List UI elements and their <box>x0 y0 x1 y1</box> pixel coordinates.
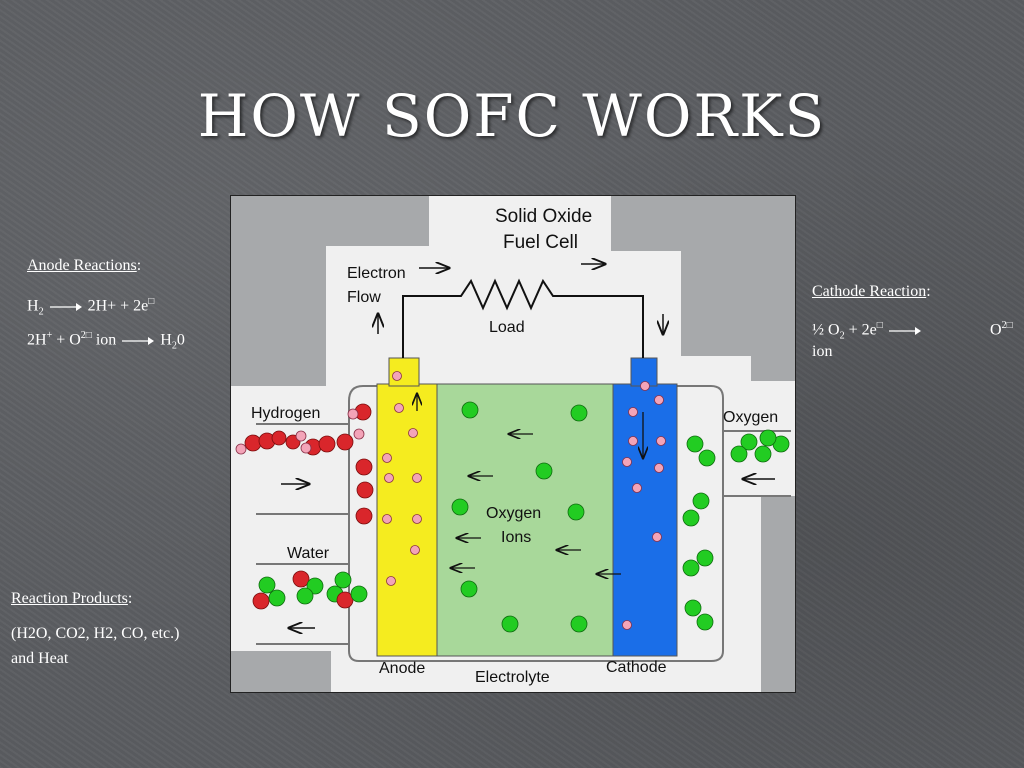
electrolyte-label: Electrolyte <box>475 669 550 686</box>
reaction-products-line1: (H2O, CO2, H2, CO, etc.) <box>11 625 180 642</box>
gray-block-bottom-left <box>231 651 331 692</box>
oxygen-inlet-channel <box>723 430 791 497</box>
reaction-products-heading: Reaction Products: <box>11 590 133 607</box>
oxygen-molecules <box>682 429 790 631</box>
ion-migration-arrows <box>451 434 621 574</box>
reaction-arrow-icon <box>49 302 82 311</box>
water-label: Water <box>287 545 330 562</box>
reaction-arrow-icon <box>122 336 155 345</box>
oxygen-label: Oxygen <box>723 409 778 426</box>
anode-tab <box>388 357 420 387</box>
flow-label: Flow <box>347 289 381 306</box>
cathode-particles <box>622 381 666 630</box>
cathode-reaction-heading: Cathode Reaction: <box>812 283 931 300</box>
gray-block-top-left <box>231 196 429 386</box>
oxygen-ions-label-1: Oxygen <box>486 505 541 522</box>
oxygen-ions-label-2: Ions <box>501 529 531 546</box>
water-outlet-channel <box>256 563 349 645</box>
heading-solid-oxide: Solid Oxide <box>495 206 592 227</box>
slide-title: How SOFC Works <box>197 82 827 150</box>
water-molecules <box>252 570 368 610</box>
cathode-label: Cathode <box>606 659 667 676</box>
hydrogen-atoms-small <box>235 408 365 455</box>
cathode-layer <box>612 383 678 657</box>
external-circuit-wire <box>402 278 644 358</box>
anode-particles <box>382 371 422 586</box>
gray-block-top-right <box>611 196 795 381</box>
gray-block-bottom-right <box>761 496 795 692</box>
cathode-reaction-1: ½ O2 + 2e□ <box>812 316 923 347</box>
load-label: Load <box>489 319 525 336</box>
cathode-reaction-ion: ion <box>812 343 833 360</box>
reaction-arrow-icon <box>888 326 921 335</box>
anode-reaction-1: H2 2H+ + 2e□ <box>27 296 155 318</box>
sofc-diagram: Solid Oxide Fuel Cell Electron Flow Load… <box>230 195 796 693</box>
hydrogen-label: Hydrogen <box>251 405 320 422</box>
anode-reactions-heading: Anode Reactions: <box>27 257 142 274</box>
reaction-products-line2: and Heat <box>11 650 69 667</box>
anode-reaction-2: 2H+ + O2□ ion H20 <box>27 330 185 352</box>
electron-label: Electron <box>347 265 406 282</box>
cathode-reaction-product: O2□ <box>990 320 1013 339</box>
electrolyte-oxygen-ions <box>451 401 588 633</box>
hydrogen-inlet-channel <box>256 423 349 515</box>
anode-label: Anode <box>379 660 425 677</box>
heading-fuel-cell: Fuel Cell <box>503 232 578 253</box>
